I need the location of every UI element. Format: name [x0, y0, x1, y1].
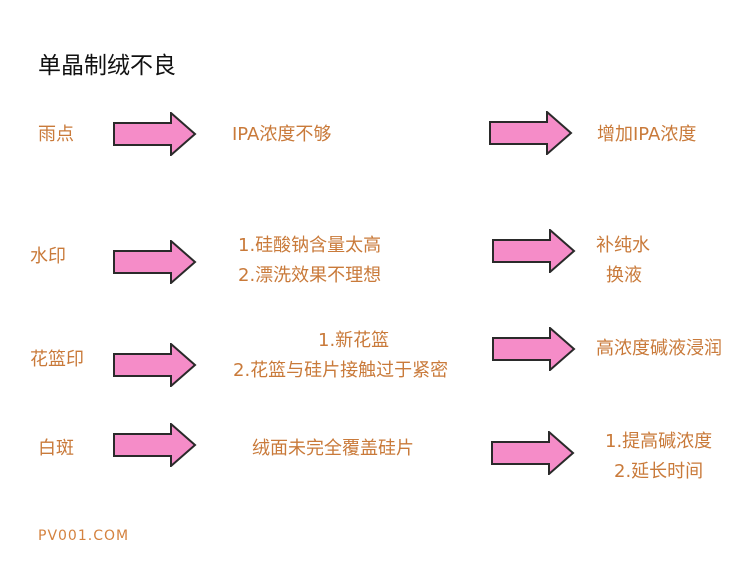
solution-text-line-2: 换液 — [606, 265, 642, 286]
defect-label-basket-mark: 花篮印 — [30, 349, 84, 370]
right-arrow-icon — [113, 343, 197, 387]
solution-text: 高浓度碱液浸润 — [596, 338, 722, 359]
right-arrow-icon — [113, 240, 197, 284]
page-title: 单晶制绒不良 — [38, 53, 176, 79]
cause-text: 绒面未完全覆盖硅片 — [252, 438, 414, 459]
right-arrow-icon — [492, 327, 576, 371]
solution-text-line-2: 2.延长时间 — [614, 461, 704, 482]
defect-label-rain-spot: 雨点 — [38, 124, 74, 145]
solution-text-line-1: 1.提高碱浓度 — [605, 431, 713, 452]
defect-label-water-mark: 水印 — [30, 246, 66, 267]
right-arrow-icon — [113, 423, 197, 467]
solution-text-line-1: 补纯水 — [596, 235, 650, 256]
right-arrow-icon — [489, 111, 573, 155]
cause-text-line-2: 2.漂洗效果不理想 — [238, 265, 382, 286]
right-arrow-icon — [113, 112, 197, 156]
cause-text-line-2: 2.花篮与硅片接触过于紧密 — [233, 360, 449, 381]
cause-text-line-1: 1.硅酸钠含量太高 — [238, 235, 382, 256]
solution-text: 增加IPA浓度 — [597, 124, 697, 145]
right-arrow-icon — [491, 431, 575, 475]
watermark: PV001.COM — [38, 528, 130, 544]
cause-text-line-1: 1.新花篮 — [318, 330, 390, 351]
right-arrow-icon — [492, 229, 576, 273]
defect-label-white-spot: 白斑 — [38, 438, 74, 459]
cause-text: IPA浓度不够 — [232, 124, 332, 145]
